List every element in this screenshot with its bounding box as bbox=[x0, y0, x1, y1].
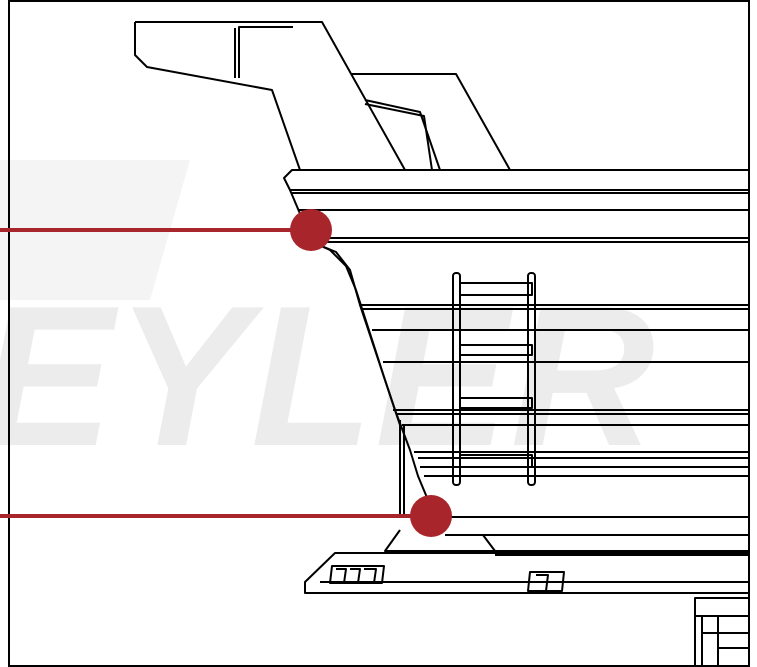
base-foot-right bbox=[527, 571, 565, 592]
discharge-chute bbox=[384, 529, 496, 552]
right-flap-inner bbox=[364, 99, 441, 171]
ladder-rung-1 bbox=[459, 282, 533, 296]
right-flap-outline bbox=[352, 73, 511, 171]
watermark-text: EYLER bbox=[0, 265, 657, 488]
top-flap-outline bbox=[135, 21, 406, 171]
ladder-rung-4 bbox=[459, 454, 533, 468]
machine-outline bbox=[134, 21, 749, 667]
upper-callout-dot[interactable] bbox=[290, 209, 332, 251]
watermark: EYLER bbox=[0, 160, 657, 488]
base-frame bbox=[304, 552, 749, 594]
hopper-left-edge-outer bbox=[311, 241, 401, 426]
ladder-right-rail bbox=[527, 272, 536, 486]
right-flap-inner-2 bbox=[364, 103, 433, 171]
drawing-frame bbox=[8, 0, 750, 667]
top-flap-lower-outline bbox=[134, 22, 301, 171]
bottom-right-structure bbox=[694, 597, 749, 667]
ladder-rung-3 bbox=[459, 397, 533, 409]
lower-callout-dot[interactable] bbox=[410, 495, 452, 537]
top-rim bbox=[283, 169, 749, 191]
base-foot-left bbox=[329, 565, 385, 584]
callouts bbox=[0, 209, 452, 537]
ladder-rung-2 bbox=[459, 344, 533, 356]
top-flap-bracket bbox=[238, 26, 293, 78]
base-foot-right-detail bbox=[536, 574, 549, 592]
ladder-left-rail bbox=[452, 272, 461, 486]
base-foot-left-detail bbox=[336, 568, 377, 584]
